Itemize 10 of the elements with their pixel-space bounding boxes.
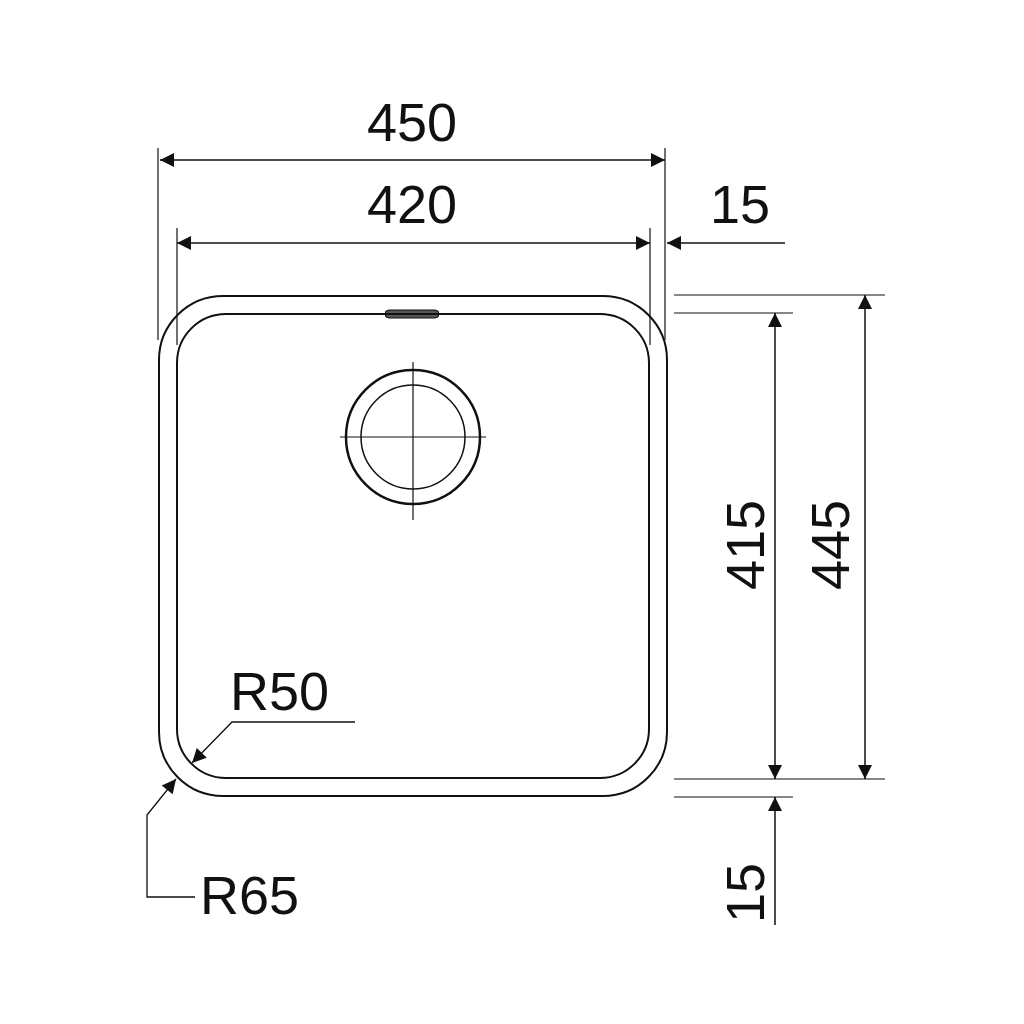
dimension-value: 15 [709,177,771,231]
dimension-value: 420 [366,177,458,231]
radius-label: R50 [230,664,330,726]
leader-line [191,721,356,764]
radius-label: R65 [200,868,300,922]
dimension-value: 415 [718,499,772,591]
leader-line [146,778,196,898]
dimension-value: 15 [718,862,772,924]
dimension-value: 445 [803,499,857,591]
dimension-value: 450 [366,95,458,149]
